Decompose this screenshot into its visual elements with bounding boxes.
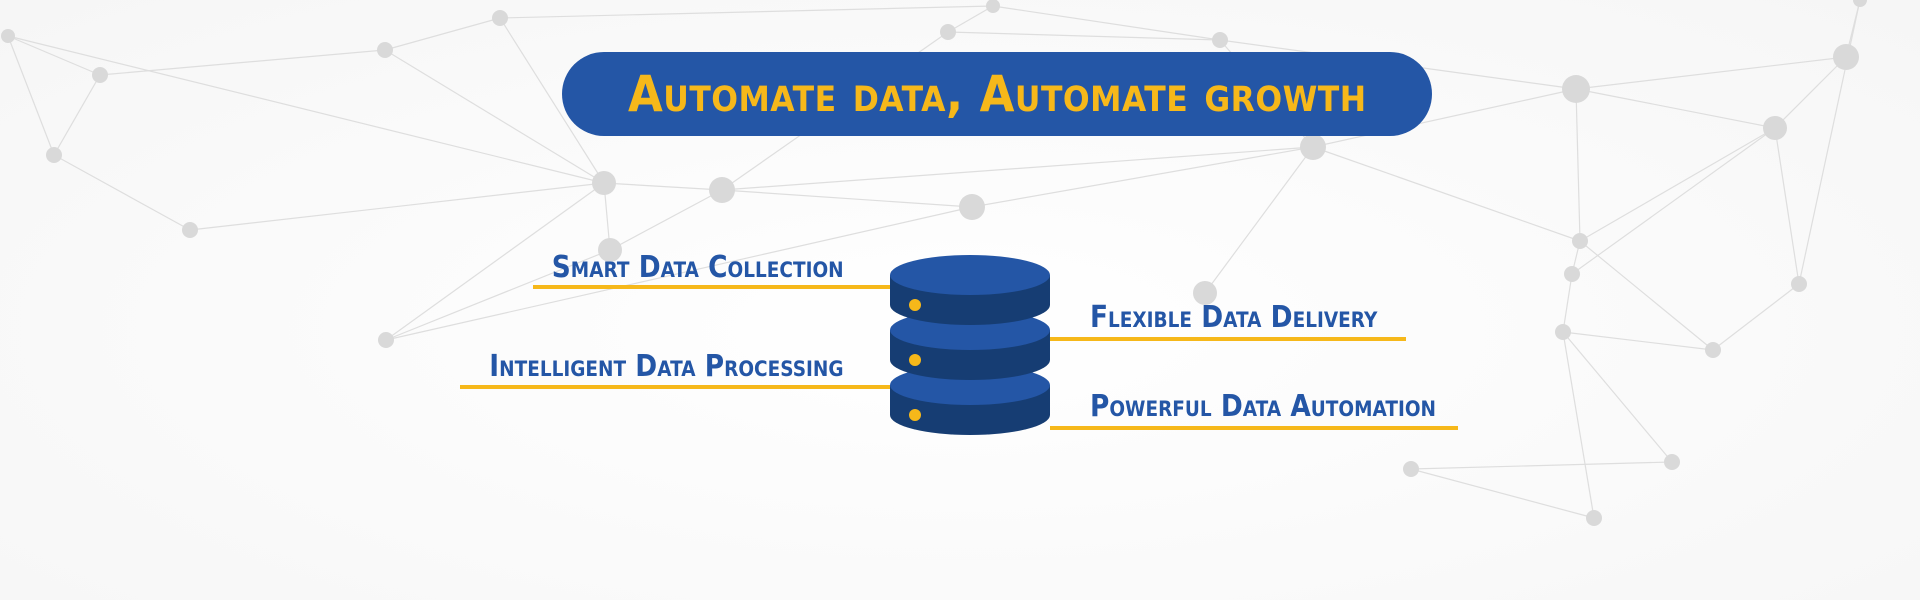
network-edge xyxy=(7,35,55,156)
network-node xyxy=(1833,44,1859,70)
network-edge xyxy=(385,249,611,341)
network-edge xyxy=(721,146,1314,191)
connector-line-smart-collection xyxy=(533,285,895,289)
network-node xyxy=(377,42,393,58)
network-node xyxy=(1572,233,1588,249)
network-node xyxy=(492,10,508,26)
network-node xyxy=(1,29,15,43)
network-node xyxy=(1763,116,1787,140)
network-edge xyxy=(1312,146,1581,242)
connector-line-intelligent-processing xyxy=(460,385,895,389)
network-node xyxy=(1300,134,1326,160)
network-edge xyxy=(53,154,191,231)
feature-powerful-data-automation: Powerful Data Automation xyxy=(1090,389,1437,424)
network-edge xyxy=(7,35,605,184)
network-edge xyxy=(385,182,605,341)
network-edge xyxy=(1562,331,1714,351)
network-edge xyxy=(384,49,605,184)
network-edge xyxy=(7,35,101,76)
network-node xyxy=(1586,510,1602,526)
network-edge xyxy=(1579,127,1776,242)
network-edge xyxy=(1571,127,1776,275)
network-node xyxy=(378,332,394,348)
network-edge xyxy=(947,5,994,33)
network-edge xyxy=(1798,0,1861,285)
network-edge xyxy=(1562,273,1573,333)
network-node xyxy=(709,177,735,203)
network-edge xyxy=(1579,240,1714,351)
network-edge xyxy=(1410,468,1595,519)
feature-intelligent-data-processing: Intelligent Data Processing xyxy=(489,349,844,384)
network-edge xyxy=(1312,88,1577,148)
network-node xyxy=(1403,461,1419,477)
network-edge xyxy=(1774,56,1847,129)
network-node xyxy=(598,238,622,262)
network-edge xyxy=(1204,146,1314,294)
network-node xyxy=(1562,75,1590,103)
network-node xyxy=(986,0,1000,13)
network-edge xyxy=(609,189,723,251)
network-node xyxy=(1853,0,1867,7)
feature-smart-data-collection: Smart Data Collection xyxy=(552,250,844,285)
feature-flexible-data-delivery: Flexible Data Delivery xyxy=(1090,300,1378,335)
network-node xyxy=(940,24,956,40)
network-edge xyxy=(99,49,386,76)
network-edge xyxy=(1410,461,1673,470)
network-node xyxy=(1791,276,1807,292)
network-edge xyxy=(499,17,605,184)
network-edge xyxy=(603,182,723,191)
network-node xyxy=(1193,281,1217,305)
database-icon xyxy=(890,255,1050,435)
network-edge xyxy=(1712,283,1800,351)
network-node xyxy=(1555,324,1571,340)
network-node xyxy=(1212,32,1228,48)
connector-line-powerful-automation xyxy=(1050,426,1458,430)
connector-line-flexible-delivery xyxy=(1050,337,1406,341)
network-node xyxy=(1705,342,1721,358)
network-node xyxy=(1564,266,1580,282)
network-edge xyxy=(384,17,501,51)
title-pill: Automate data, Automate growth xyxy=(562,52,1432,136)
network-edge xyxy=(1562,331,1595,519)
network-edge xyxy=(947,31,1221,41)
network-node xyxy=(92,67,108,83)
network-edge xyxy=(189,182,605,231)
network-edge xyxy=(53,74,101,156)
network-edge xyxy=(1562,331,1673,463)
network-edge xyxy=(1774,127,1800,285)
page-title: Automate data, Automate growth xyxy=(627,65,1367,123)
network-edge xyxy=(499,5,994,19)
network-node xyxy=(592,171,616,195)
network-node xyxy=(959,194,985,220)
network-node xyxy=(182,222,198,238)
network-edge xyxy=(385,206,973,341)
network-edge xyxy=(1575,88,1776,129)
network-node xyxy=(46,147,62,163)
network-edge xyxy=(1575,88,1581,242)
network-node xyxy=(1664,454,1680,470)
network-edge xyxy=(721,189,973,208)
network-edge xyxy=(992,5,1221,41)
network-edge xyxy=(1575,56,1847,90)
network-edge xyxy=(971,146,1314,208)
